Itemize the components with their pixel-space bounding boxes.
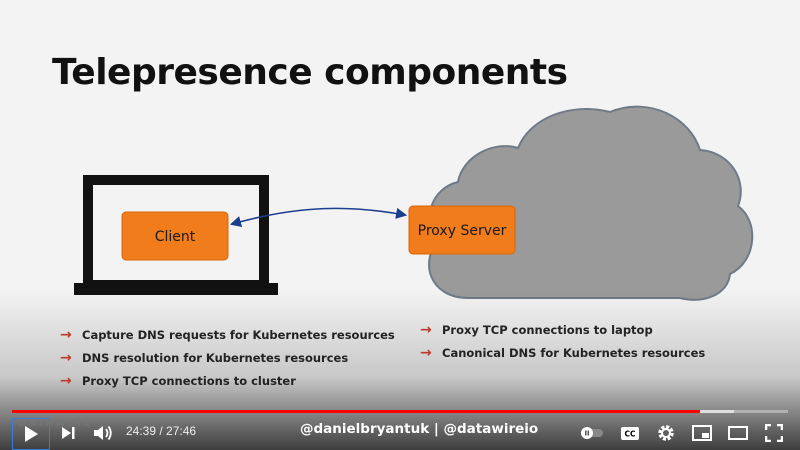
next-button[interactable]: [54, 418, 82, 448]
proxy-server-box: Proxy Server: [408, 205, 516, 255]
captions-icon: CC: [621, 426, 639, 440]
arrow-icon: →: [420, 344, 432, 361]
client-label: Client: [155, 229, 196, 245]
autoplay-toggle[interactable]: [578, 418, 606, 448]
settings-button[interactable]: [652, 418, 680, 448]
connector-arrow: [229, 207, 408, 227]
fullscreen-icon: [765, 424, 783, 442]
list-item: →Proxy TCP connections to laptop: [420, 321, 653, 338]
client-box: Client: [121, 211, 229, 261]
bullet-list-left: →Capture DNS requests for Kubernetes res…: [60, 323, 395, 392]
slide-title: Telepresence components: [52, 52, 568, 93]
captions-button[interactable]: CC: [616, 418, 644, 448]
volume-button[interactable]: [88, 418, 118, 448]
player-controls: CC: [0, 418, 800, 450]
progress-bar[interactable]: [12, 410, 788, 413]
miniplayer-button[interactable]: [688, 418, 716, 448]
miniplayer-icon: [692, 425, 712, 441]
play-icon: [25, 426, 38, 442]
arrow-icon: →: [60, 349, 72, 366]
list-item: →Proxy TCP connections to cluster: [60, 372, 296, 389]
fullscreen-button[interactable]: [760, 418, 788, 448]
autoplay-icon: [581, 427, 603, 439]
played-bar: [12, 410, 701, 413]
bottom-gradient: [0, 290, 800, 450]
volume-icon: [94, 425, 112, 441]
play-button[interactable]: [12, 418, 50, 450]
overlay-channel-handles: @danielbryantuk | @datawireio: [300, 421, 539, 437]
time-display: 24:39 / 27:46: [126, 424, 197, 438]
arrow-icon: →: [420, 321, 432, 338]
cloud-shape: [428, 105, 754, 301]
list-item: →DNS resolution for Kubernetes resources: [60, 349, 349, 366]
list-item: →Canonical DNS for Kubernetes resources: [420, 344, 706, 361]
gear-icon: [658, 425, 674, 441]
theater-icon: [728, 426, 748, 440]
arrow-icon: →: [60, 372, 72, 389]
list-item: →Capture DNS requests for Kubernetes res…: [60, 326, 395, 343]
datawire-watermark: DATAWIRE: [18, 418, 94, 429]
next-icon: [62, 427, 75, 439]
theater-mode-button[interactable]: [724, 418, 752, 448]
proxy-server-label: Proxy Server: [418, 223, 507, 239]
bullet-list-right: →Proxy TCP connections to laptop →Canoni…: [420, 318, 705, 364]
arrow-icon: →: [60, 326, 72, 343]
svg-text:CC: CC: [624, 429, 636, 438]
